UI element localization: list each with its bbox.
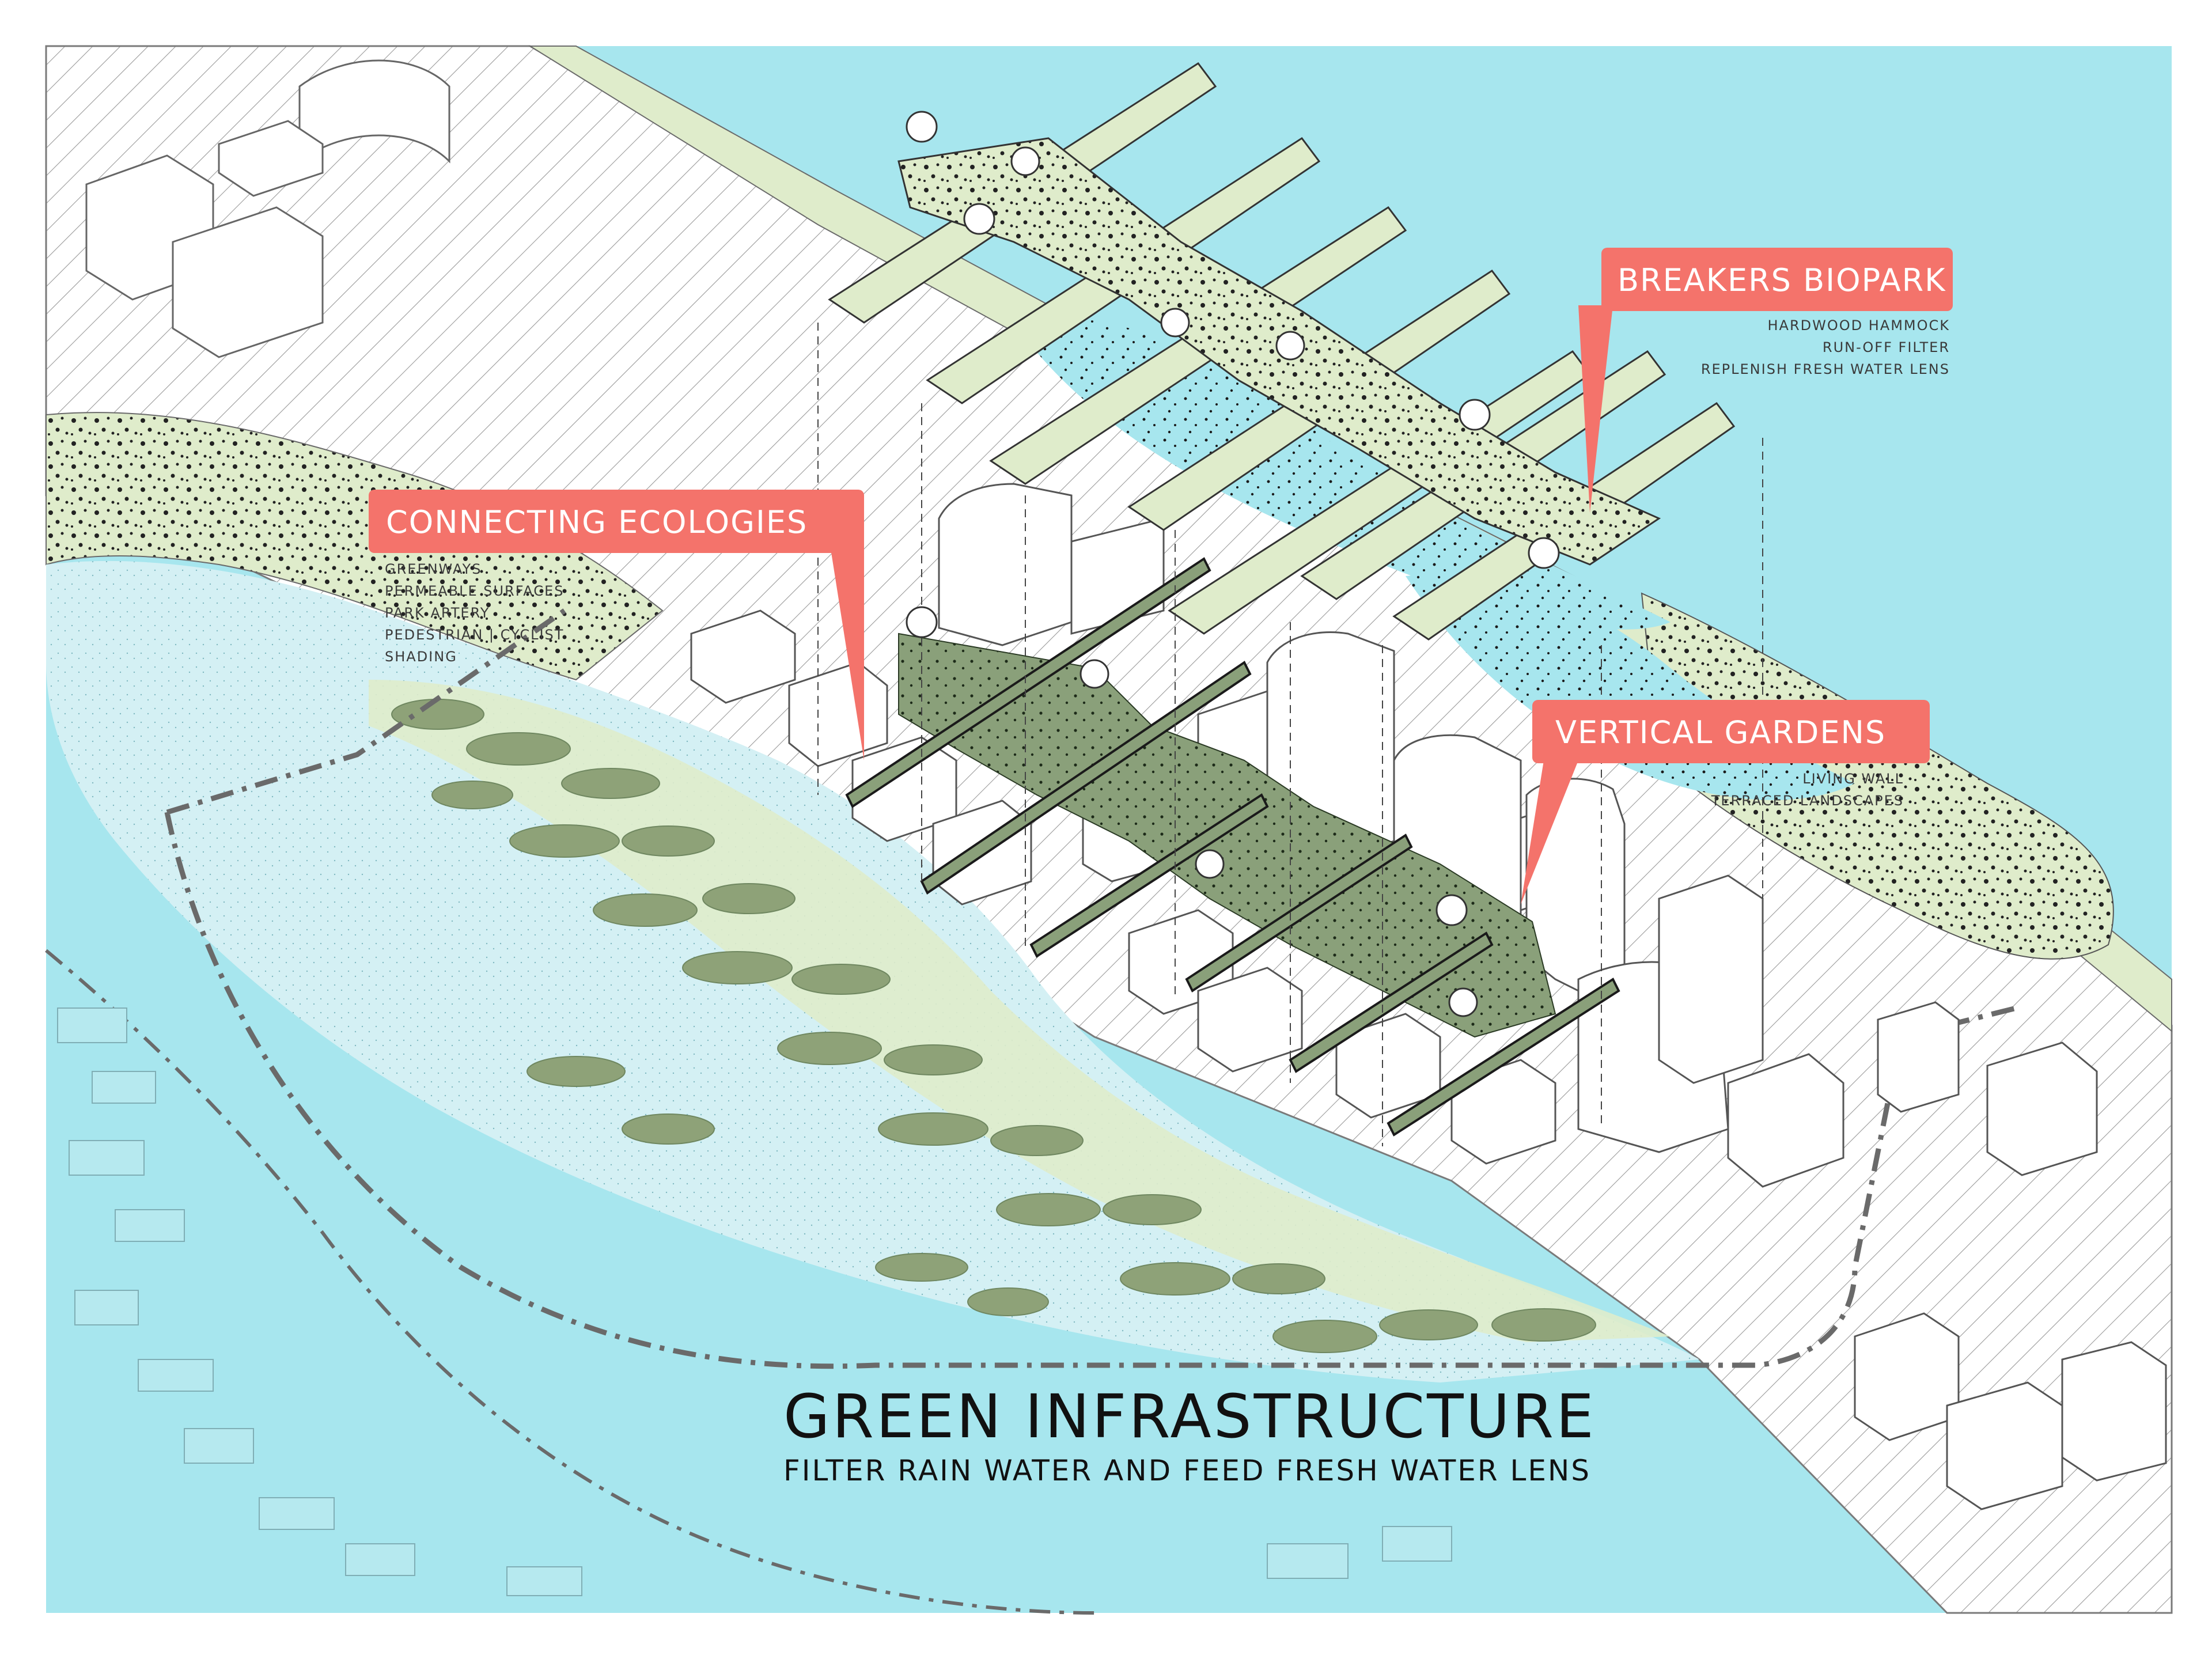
northwest-buildings (85, 59, 450, 358)
preserve-boundary-line (164, 608, 2017, 1369)
callout-pointer (830, 541, 864, 760)
west-green-land (46, 412, 664, 681)
wetland-vegetation (391, 699, 1596, 1353)
projection-lines (817, 323, 1763, 1146)
callout-breakers-biopark: BREAKERS BIOPARK HARDWOOD HAMMOCK RUN-OF… (1578, 248, 1953, 513)
callout-item: TERRACED LANDSCAPES (1711, 793, 1904, 809)
callout-title: VERTICAL GARDENS (1555, 714, 1886, 751)
main-title: GREEN INFRASTRUCTURE (783, 1381, 1596, 1452)
callout-box (1601, 248, 1953, 311)
callout-connecting-ecologies: CONNECTING ECOLOGIES GREENWAYS PERMEABLE… (369, 490, 864, 760)
mainland-buildings (57, 1007, 1452, 1596)
callout-vertical-gardens: VERTICAL GARDENS LIVING WALL TERRACED LA… (1521, 700, 1930, 904)
callout-title: CONNECTING ECOLOGIES (386, 504, 808, 540)
callout-box (369, 490, 864, 553)
main-subtitle: FILTER RAIN WATER AND FEED FRESH WATER L… (783, 1454, 1591, 1487)
callout-box (1532, 700, 1930, 763)
tree-icons (906, 111, 1560, 1017)
callout-pointer (1521, 760, 1578, 904)
callout-item: RUN-OFF FILTER (1823, 339, 1950, 355)
ground-greenway (898, 632, 1556, 1038)
callout-item: LIVING WALL (1802, 771, 1904, 787)
callout-item: HARDWOOD HAMMOCK (1767, 317, 1950, 334)
callout-item: PARK ARTERY (385, 605, 490, 621)
west-shore-line (45, 949, 1095, 1615)
callout-pointer (1578, 305, 1613, 513)
biopark-dotted-zone (1641, 592, 2114, 960)
callout-item: GREENWAYS (385, 561, 482, 577)
callout-item: REPLENISH FRESH WATER LENS (1701, 361, 1950, 377)
callout-title: BREAKERS BIOPARK (1618, 262, 1946, 298)
callout-item: PERMEABLE SURFACES (385, 583, 564, 599)
ground-arrows (845, 557, 1620, 1137)
callout-item: SHADING (385, 649, 457, 665)
callout-item: PEDESTRIAN | CYCLIST (385, 627, 564, 643)
